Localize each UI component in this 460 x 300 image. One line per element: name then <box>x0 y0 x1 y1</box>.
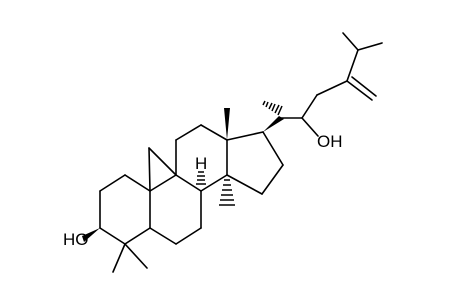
c14-methyl-hash <box>219 179 235 206</box>
ring-a <box>99 174 151 245</box>
ring-d <box>226 131 284 195</box>
c8-hydrogen-hash <box>196 171 206 185</box>
c20-methyl-hash <box>262 100 283 116</box>
cyclopropane-ring <box>148 147 177 192</box>
c17-sidechain-wedge <box>263 116 284 132</box>
side-chain <box>280 32 383 137</box>
chain-hydroxyl-label: OH <box>317 132 343 151</box>
gem-dimethyl <box>112 243 148 273</box>
c3-hydroxyl-wedge <box>82 228 100 242</box>
stereo-hydrogen-label: H <box>195 154 207 173</box>
ring-hydroxyl-label: HO <box>63 230 89 249</box>
ring-c <box>175 124 228 192</box>
c13-methyl-wedge <box>224 108 230 140</box>
ring-b <box>149 174 202 245</box>
